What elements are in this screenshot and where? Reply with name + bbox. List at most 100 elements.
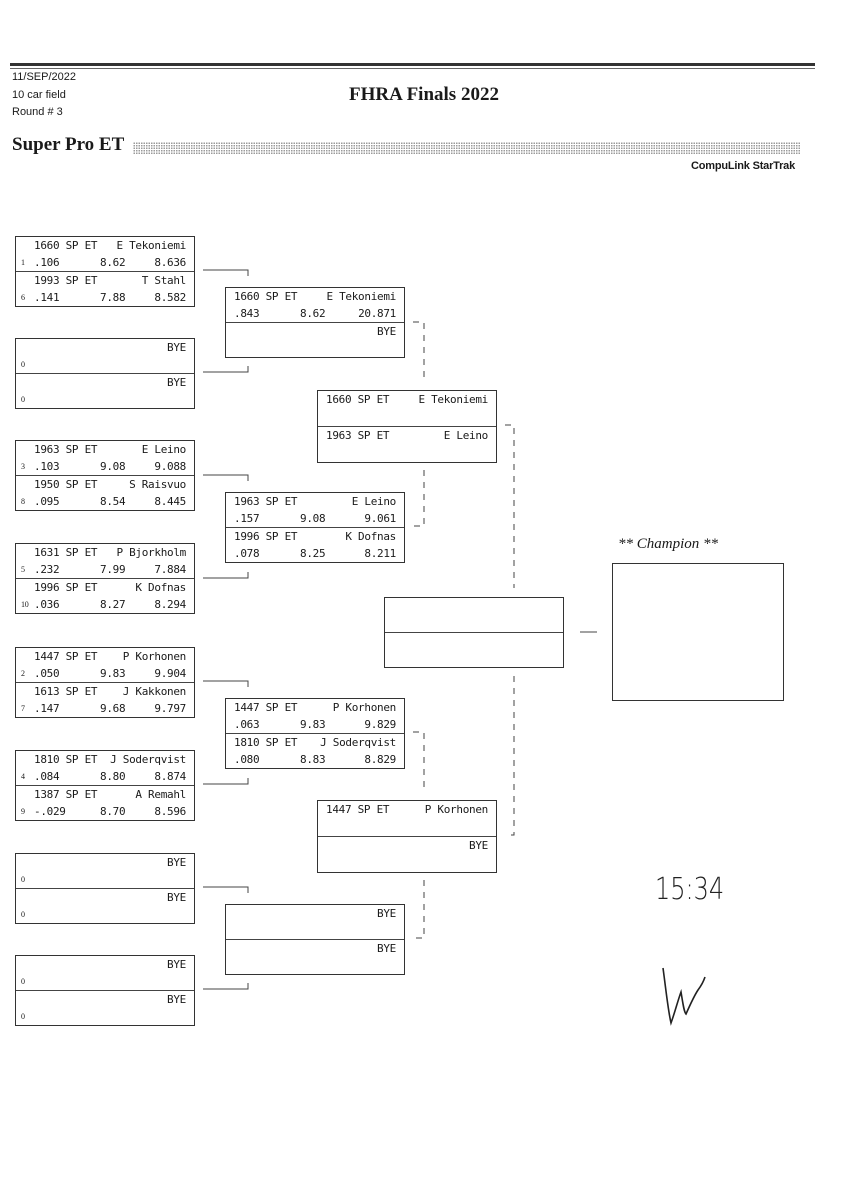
racer-name: P Bjorkholm <box>116 546 186 559</box>
elapsed-time: 8.294 <box>154 598 186 611</box>
car-number-class: 1660 SP ET <box>326 393 390 406</box>
car-number-class: 1810 SP ET <box>34 753 98 766</box>
racer-name: E Tekoniemi <box>418 393 488 406</box>
dial-in: 8.54 <box>100 495 126 508</box>
reaction-time: .080 <box>234 753 260 766</box>
dial-in: 8.70 <box>100 805 126 818</box>
racer-name: E Tekoniemi <box>116 239 186 252</box>
seed-number: 0 <box>21 875 25 884</box>
racer-name: K Dofnas <box>135 581 186 594</box>
car-number-class: 1996 SP ET <box>34 581 98 594</box>
seed-number: 7 <box>21 704 25 713</box>
reaction-time: .095 <box>34 495 60 508</box>
racer-name: P Korhonen <box>332 701 397 714</box>
dial-in: 8.62 <box>300 307 326 320</box>
racer-name: A Remahl <box>135 788 186 801</box>
car-number-class: 1950 SP ET <box>34 478 98 491</box>
racer-name: BYE <box>167 993 186 1006</box>
reaction-time: .063 <box>234 718 260 731</box>
racer-name: BYE <box>167 376 186 389</box>
champion-box <box>612 563 784 701</box>
racer-slot: 1810 SP ET J Soderqvist 4 .084 8.80 8.874 <box>16 751 194 785</box>
seed-number: 0 <box>21 910 25 919</box>
racer-name: BYE <box>167 856 186 869</box>
seed-number: 0 <box>21 395 25 404</box>
elapsed-time: 8.582 <box>154 291 186 304</box>
car-number-class: 1963 SP ET <box>34 443 98 456</box>
seed-number: 8 <box>21 497 25 506</box>
dial-in: 9.68 <box>100 702 126 715</box>
reaction-time: .036 <box>34 598 60 611</box>
seed-number: 9 <box>21 807 25 816</box>
car-number-class: 1993 SP ET <box>34 274 98 287</box>
reaction-time: .103 <box>34 460 60 473</box>
bye-slot: BYE <box>226 905 404 939</box>
racer-name: BYE <box>167 341 186 354</box>
racer-name: E Leino <box>351 495 397 508</box>
dial-in: 8.83 <box>300 753 326 766</box>
racer-slot: 1660 SP ET E Tekoniemi <box>318 391 496 426</box>
racer-name: BYE <box>167 958 186 971</box>
elapsed-time: 9.904 <box>154 667 186 680</box>
top-rule-thin <box>10 68 815 69</box>
car-number-class: 1660 SP ET <box>34 239 98 252</box>
dial-in: 9.83 <box>100 667 126 680</box>
elapsed-time: 8.874 <box>154 770 186 783</box>
bye-slot: BYE <box>318 836 496 872</box>
page-title: FHRA Finals 2022 <box>349 84 499 105</box>
dial-in: 8.27 <box>100 598 126 611</box>
bye-slot: BYE 0 <box>16 956 194 990</box>
elapsed-time: 9.829 <box>364 718 396 731</box>
reaction-time: .084 <box>34 770 60 783</box>
seed-number: 0 <box>21 977 25 986</box>
handwritten-time: 15:34 <box>655 872 725 907</box>
seed-number: 3 <box>21 462 25 471</box>
signature <box>662 967 706 1026</box>
dial-in: 8.80 <box>100 770 126 783</box>
seed-number: 5 <box>21 565 25 574</box>
elapsed-time: 8.829 <box>364 753 396 766</box>
seed-number: 4 <box>21 772 25 781</box>
car-number-class: 1963 SP ET <box>234 495 298 508</box>
field-size: 10 car field <box>12 89 66 101</box>
car-number-class: 1996 SP ET <box>234 530 298 543</box>
elapsed-time: 8.596 <box>154 805 186 818</box>
racer-name: J Soderqvist <box>110 753 186 766</box>
elapsed-time: 7.884 <box>154 563 186 576</box>
seed-number: 1 <box>21 258 25 267</box>
bye-slot: BYE 0 <box>16 373 194 408</box>
racer-name: J Kakkonen <box>122 685 187 698</box>
dotted-fill <box>133 142 801 155</box>
dial-in: 8.25 <box>300 547 326 560</box>
final-match <box>384 597 564 668</box>
racer-name: P Korhonen <box>424 803 489 816</box>
event-date: 11/SEP/2022 <box>12 71 77 83</box>
seed-number: 2 <box>21 669 25 678</box>
dial-in: 7.88 <box>100 291 126 304</box>
racer-name: T Stahl <box>141 274 187 287</box>
top-rule <box>10 63 815 66</box>
